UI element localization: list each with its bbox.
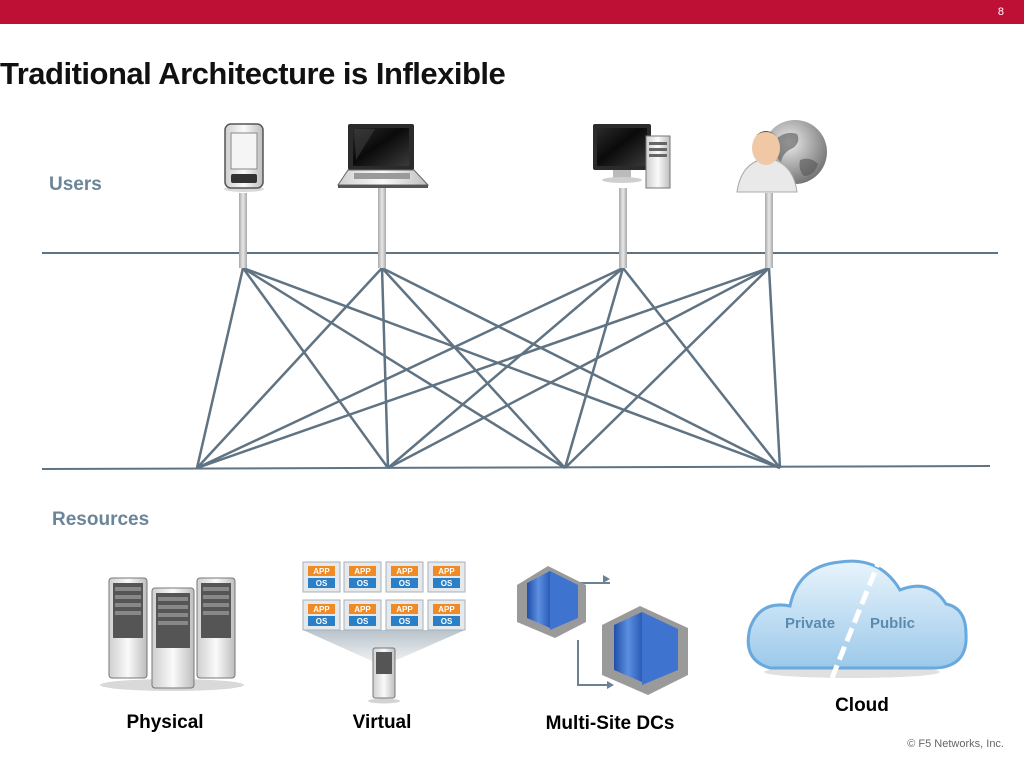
post-laptop bbox=[378, 188, 386, 268]
mesh-line bbox=[242, 266, 781, 470]
network-mesh bbox=[41, 252, 998, 470]
server-tower bbox=[151, 587, 195, 689]
mesh-line bbox=[387, 266, 770, 470]
user-posts bbox=[239, 188, 773, 268]
page-number: 8 bbox=[997, 6, 1004, 18]
vm-tile: APP OS bbox=[427, 599, 466, 631]
vm-app-label: APP bbox=[354, 567, 371, 576]
cloud-divider bbox=[829, 553, 885, 679]
slide-title: Traditional Architecture is Inflexible bbox=[0, 56, 506, 91]
post-remote-user bbox=[765, 193, 773, 268]
cloud-private-label: Private bbox=[785, 615, 835, 632]
mesh-line bbox=[381, 267, 566, 469]
mesh-line bbox=[196, 266, 770, 470]
vm-tile: APP OS bbox=[385, 599, 424, 631]
mesh-line bbox=[196, 267, 383, 469]
vm-tile: APP OS bbox=[302, 561, 341, 593]
mesh-line bbox=[767, 267, 782, 469]
mesh-line bbox=[563, 267, 625, 469]
server-tower bbox=[196, 577, 236, 679]
vm-tile: APP OS bbox=[427, 561, 466, 593]
vm-app-label: APP bbox=[396, 605, 413, 614]
physical-label: Physical bbox=[126, 712, 204, 733]
server-tower bbox=[108, 577, 148, 679]
vm-app-label: APP bbox=[438, 567, 455, 576]
smartphone-icon bbox=[224, 123, 264, 192]
vm-os-label: OS bbox=[399, 617, 411, 626]
user-globe-icon bbox=[736, 120, 827, 193]
cloud-label: Cloud bbox=[835, 695, 889, 716]
vm-app-label: APP bbox=[313, 605, 330, 614]
mesh-line bbox=[564, 267, 770, 469]
cloud-icon: Private Public bbox=[746, 553, 968, 679]
vm-tile: APP OS bbox=[385, 561, 424, 593]
vm-app-label: APP bbox=[438, 605, 455, 614]
mesh-line bbox=[241, 267, 390, 469]
vm-tile: APP OS bbox=[343, 561, 382, 593]
multisite-label: Multi-Site DCs bbox=[545, 713, 675, 734]
vm-os-label: OS bbox=[441, 617, 453, 626]
laptop-icon bbox=[337, 124, 430, 188]
copyright-notice: © F5 Networks, Inc. bbox=[907, 738, 1004, 750]
resources-network-line bbox=[41, 465, 991, 470]
mesh-line bbox=[387, 267, 624, 469]
vm-os-label: OS bbox=[316, 617, 328, 626]
vm-app-label: APP bbox=[313, 567, 330, 576]
vm-os-label: OS bbox=[441, 579, 453, 588]
datacenter-building bbox=[517, 566, 586, 638]
vm-app-label: APP bbox=[354, 605, 371, 614]
mesh-line bbox=[380, 267, 390, 469]
resources-section-label: Resources bbox=[52, 509, 150, 530]
mesh-line bbox=[242, 266, 566, 470]
vm-tile: APP OS bbox=[302, 599, 341, 631]
users-section-label: Users bbox=[49, 174, 102, 195]
mesh-line bbox=[622, 267, 781, 469]
virtual-servers-icon: APP OS APP OS APP OS APP OS APP OS APP OS APP OS APP OS bbox=[302, 561, 466, 704]
vm-os-label: OS bbox=[399, 579, 411, 588]
datacenter-building bbox=[602, 606, 688, 695]
post-desktop bbox=[619, 188, 627, 268]
slide-header-bar: 8 bbox=[0, 0, 1024, 24]
vm-os-label: OS bbox=[357, 617, 369, 626]
physical-servers-icon bbox=[100, 577, 244, 691]
mesh-line bbox=[195, 267, 245, 469]
post-smartphone bbox=[239, 193, 247, 268]
vm-os-label: OS bbox=[316, 579, 328, 588]
vm-app-label: APP bbox=[396, 567, 413, 576]
virtual-label: Virtual bbox=[352, 712, 412, 733]
vm-os-label: OS bbox=[357, 579, 369, 588]
cloud-public-label: Public bbox=[870, 615, 915, 632]
vm-tile: APP OS bbox=[343, 599, 382, 631]
desktop-computer-icon bbox=[593, 124, 671, 189]
multisite-datacenters-icon bbox=[517, 566, 688, 695]
mesh-line bbox=[196, 266, 624, 470]
